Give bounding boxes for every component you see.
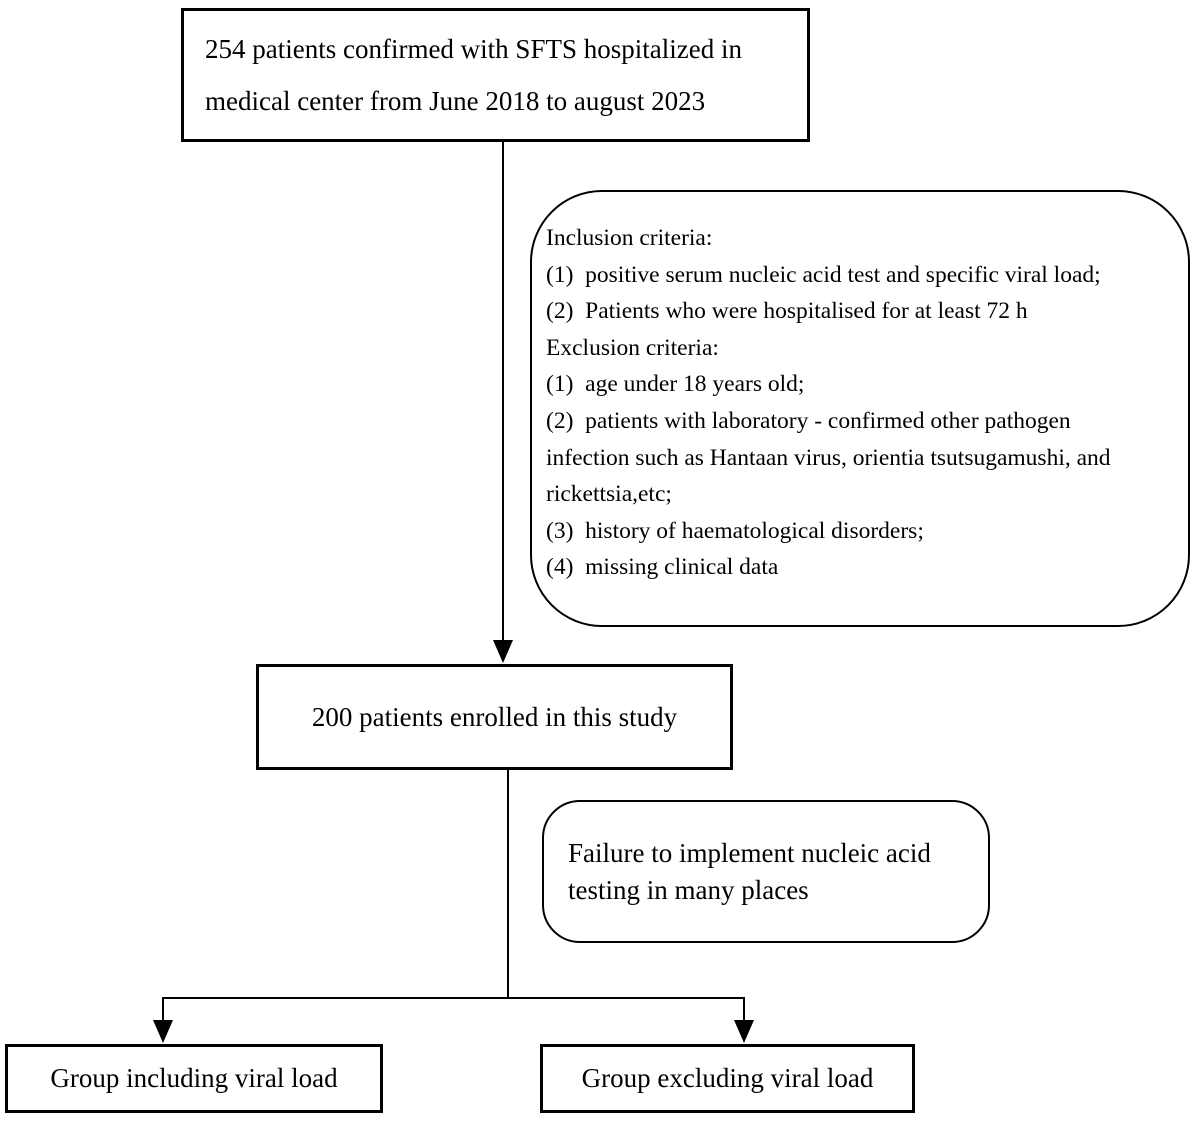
branch-horizontal-line [162,997,745,999]
criteria-line: (2) patients with laboratory - confirmed… [546,407,1071,434]
branch-right-drop-line [743,997,745,1023]
criteria-line: (1) age under 18 years old; [546,371,805,398]
group-excluding-box: Group excluding viral load [540,1044,915,1113]
failure-note-box: Failure to implement nucleic acid testin… [542,800,990,943]
enrolled-box: 200 patients enrolled in this study [256,664,733,770]
arrowhead-down-icon [734,1020,754,1043]
initial-cohort-box: 254 patients confirmed with SFTS hospita… [181,8,810,142]
initial-cohort-line1: 254 patients confirmed with SFTS hospita… [205,34,742,64]
group-excluding-label: Group excluding viral load [581,1063,874,1093]
connector-enrolled-to-branch [507,770,509,998]
criteria-line: (3) history of haematological disorders; [546,517,924,544]
criteria-note-box: Inclusion criteria: (1) positive serum n… [530,190,1190,627]
arrowhead-down-icon [493,640,513,663]
initial-cohort-line2: medical center from June 2018 to august … [205,86,706,116]
criteria-line: (1) positive serum nucleic acid test and… [546,261,1101,288]
failure-line2: testing in many places [568,874,809,905]
group-including-box: Group including viral load [5,1044,383,1113]
criteria-line: infection such as Hantaan virus, orienti… [546,444,1111,471]
criteria-line: (4) missing clinical data [546,554,779,581]
branch-left-drop-line [162,997,164,1023]
criteria-line: Exclusion criteria: [546,334,719,361]
criteria-line: Inclusion criteria: [546,225,713,251]
arrowhead-down-icon [153,1020,173,1043]
group-including-label: Group including viral load [50,1063,338,1093]
criteria-line: (2) Patients who were hospitalised for a… [546,298,1028,325]
failure-line1: Failure to implement nucleic acid [568,837,931,868]
criteria-line: rickettsia,etc; [546,481,672,508]
connector-initial-to-enrolled [502,142,504,643]
enrolled-label: 200 patients enrolled in this study [311,701,678,732]
